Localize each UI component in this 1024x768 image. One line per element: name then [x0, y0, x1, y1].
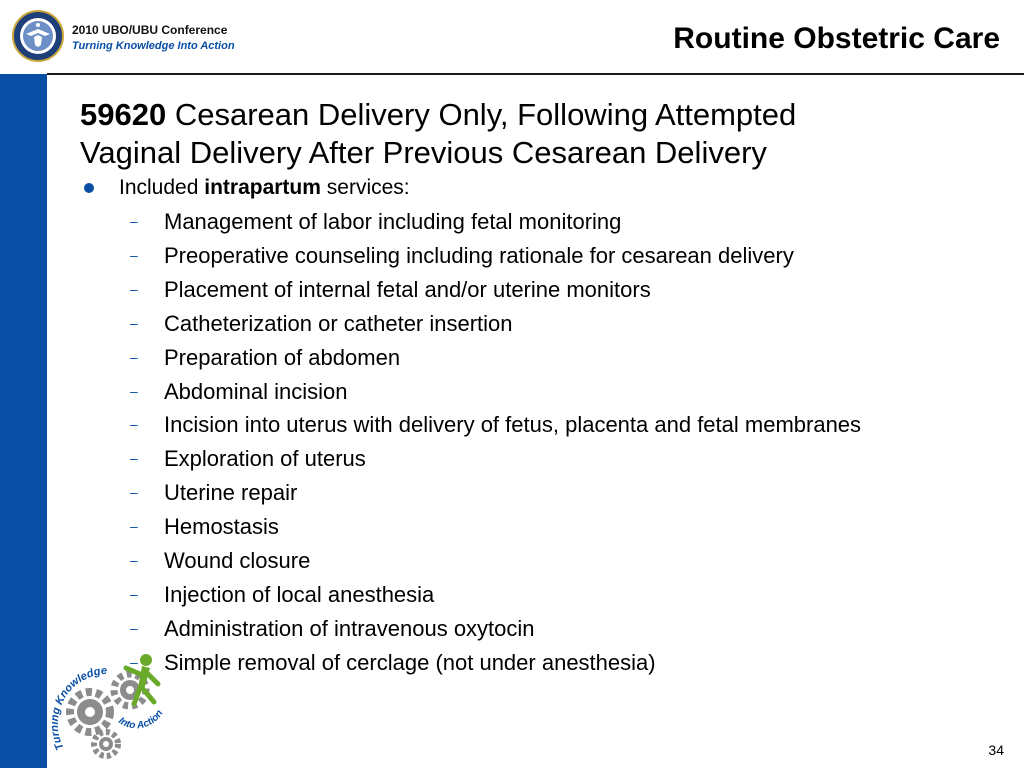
- gears-logo-icon: Turning Knowledge Into Action: [52, 654, 165, 759]
- dash-icon: –: [130, 619, 138, 636]
- bullet-suffix: services:: [326, 176, 410, 199]
- procedure-code: 59620: [80, 97, 167, 132]
- bullet-prefix: Included: [119, 176, 199, 199]
- dash-icon: –: [130, 246, 138, 263]
- dash-icon: –: [130, 484, 138, 501]
- dash-icon: –: [130, 450, 138, 467]
- list-item: –Management of labor including fetal mon…: [80, 205, 1000, 239]
- list-item: –Exploration of uterus: [80, 442, 1000, 476]
- dash-icon: –: [130, 585, 138, 602]
- list-item: –Catheterization or catheter insertion: [80, 307, 1000, 341]
- list-item: –Hemostasis: [80, 510, 1000, 544]
- dash-icon: –: [130, 518, 138, 535]
- left-accent-bar: [0, 0, 47, 768]
- heading-line-1: Cesarean Delivery Only, Following Attemp…: [174, 97, 797, 132]
- list-item: –Preparation of abdomen: [80, 341, 1000, 375]
- slide-header: 2010 UBO/UBU Conference Turning Knowledg…: [0, 0, 1024, 74]
- bullet-included-services: Included intrapartum services:: [80, 174, 1000, 202]
- content-heading: 59620 Cesarean Delivery Only, Following …: [80, 96, 1000, 172]
- dash-icon: –: [130, 382, 138, 399]
- list-item: –Injection of local anesthesia: [80, 578, 1000, 612]
- dod-seal-icon: [12, 10, 64, 62]
- dash-icon: –: [130, 213, 138, 229]
- slide-title: Routine Obstetric Care: [673, 22, 1000, 55]
- dash-icon: –: [130, 416, 138, 433]
- bullet-bold-term: intrapartum: [204, 176, 321, 199]
- dash-icon: –: [130, 314, 138, 331]
- header-divider: [47, 73, 1024, 75]
- list-item: –Administration of intravenous oxytocin: [80, 612, 1000, 646]
- heading-line-2: Vaginal Delivery After Previous Cesarean…: [80, 135, 767, 170]
- conference-tagline: Turning Knowledge Into Action: [72, 40, 235, 52]
- conference-name: 2010 UBO/UBU Conference: [72, 23, 228, 37]
- list-item: –Abdominal incision: [80, 375, 1000, 409]
- logo-text-bottom: Into Action: [116, 708, 165, 731]
- list-item: –Simple removal of cerclage (not under a…: [80, 646, 1000, 680]
- dash-icon: –: [130, 348, 138, 365]
- slide-content: 59620 Cesarean Delivery Only, Following …: [80, 96, 1000, 680]
- service-list: –Management of labor including fetal mon…: [80, 205, 1000, 680]
- dash-icon: –: [130, 653, 138, 670]
- svg-text:Into Action: Into Action: [116, 708, 165, 731]
- dash-icon: –: [130, 552, 138, 569]
- list-item: –Wound closure: [80, 544, 1000, 578]
- list-item: –Incision into uterus with delivery of f…: [80, 408, 1000, 442]
- list-item: –Placement of internal fetal and/or uter…: [80, 273, 1000, 307]
- bullet-dot-icon: [84, 183, 94, 193]
- page-number: 34: [988, 742, 1004, 758]
- list-item: –Uterine repair: [80, 476, 1000, 510]
- dash-icon: –: [130, 280, 138, 297]
- list-item: –Preoperative counseling including ratio…: [80, 239, 1000, 273]
